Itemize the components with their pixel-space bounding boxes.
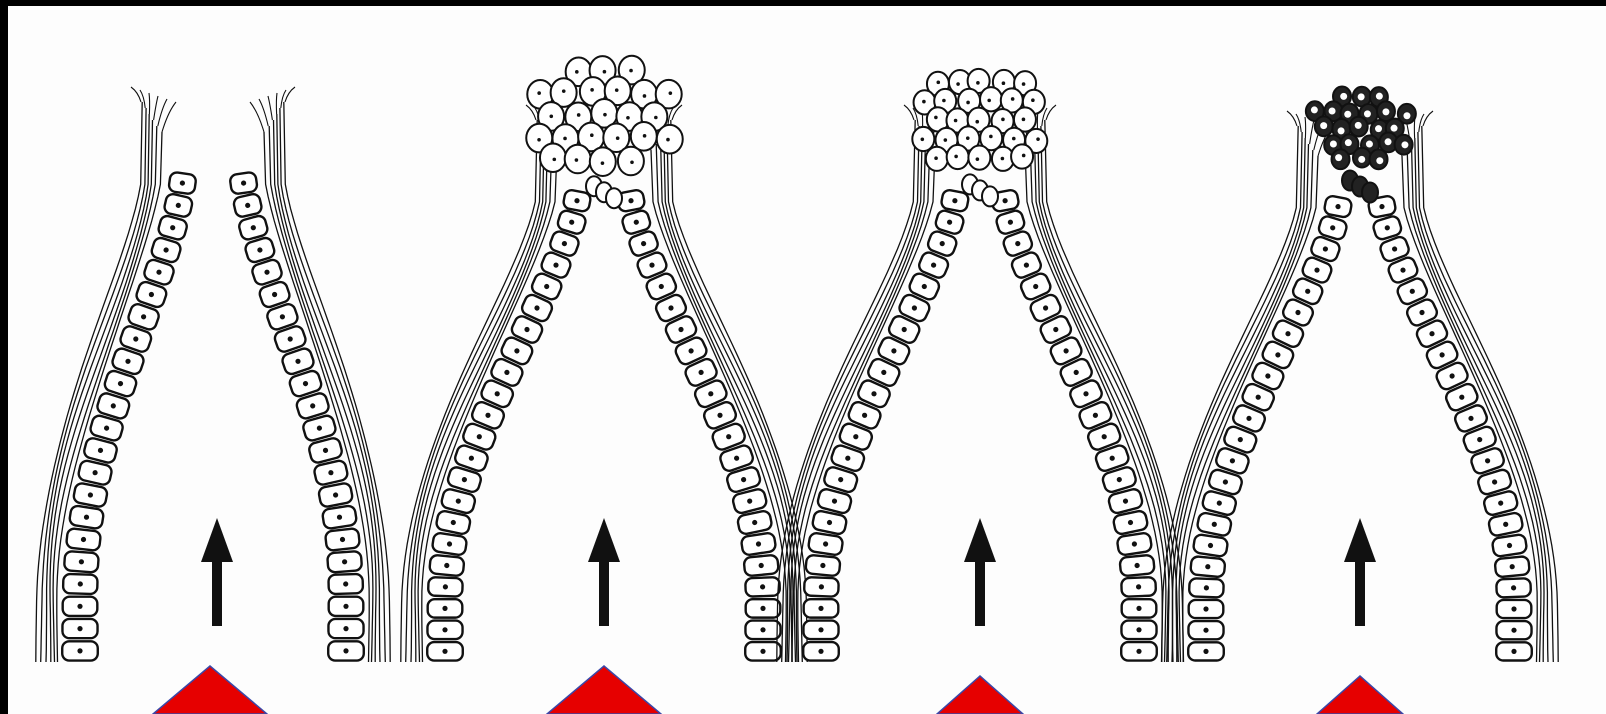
neck-cell — [606, 188, 622, 208]
epithelial-cell — [168, 172, 196, 195]
epithelial-cell — [62, 641, 98, 660]
plug-cell — [926, 147, 948, 171]
epithelial-cell — [229, 172, 257, 195]
epithelial-cell — [428, 577, 463, 597]
epithelial-cell — [1492, 534, 1528, 557]
neck-cell — [982, 186, 998, 206]
epithelial-cell — [69, 505, 104, 529]
epithelial-cell — [1121, 577, 1156, 597]
epithelial-cell — [325, 528, 360, 551]
epithelial-cell — [1495, 556, 1530, 577]
plug-cell — [1011, 144, 1033, 168]
epithelial-cell — [808, 532, 844, 556]
epithelial-cell — [1188, 621, 1223, 639]
epithelial-cell — [322, 505, 357, 529]
epithelial-cell — [1119, 555, 1154, 577]
epithelial-cell — [328, 574, 363, 594]
epithelial-cell — [746, 599, 781, 617]
plug-cell — [1370, 149, 1388, 169]
plug-cell — [947, 145, 969, 169]
plug-cell — [1395, 135, 1413, 155]
epithelial-cell — [805, 555, 840, 577]
epithelial-cell — [1193, 534, 1229, 557]
epithelial-cell — [429, 555, 464, 577]
epithelial-cell — [804, 577, 839, 597]
epithelial-cell — [745, 642, 781, 660]
epithelial-cell — [1122, 599, 1157, 617]
epithelial-cell — [63, 597, 98, 616]
epithelial-cell — [432, 532, 468, 556]
plug-cell — [1332, 149, 1350, 169]
fiber-tip — [276, 93, 277, 114]
epithelial-cell — [1496, 621, 1531, 639]
epithelial-cell — [1189, 600, 1224, 618]
plug-cell — [657, 125, 683, 154]
epithelial-cell — [327, 551, 362, 573]
epithelial-cell — [745, 577, 780, 597]
epithelial-cell — [329, 597, 364, 616]
plug-cell — [1315, 116, 1333, 136]
neck-cell — [1362, 183, 1378, 203]
epithelial-cell — [63, 574, 98, 594]
epithelial-cell — [64, 551, 99, 573]
epithelial-cell — [804, 599, 839, 617]
epithelial-cell — [745, 621, 780, 639]
epithelial-cell — [62, 619, 97, 638]
epithelial-cell — [328, 641, 364, 660]
epithelial-cell — [1188, 642, 1224, 660]
epithelial-cell — [1497, 600, 1532, 618]
epithelial-cell — [66, 528, 101, 551]
epithelial-cell — [803, 642, 839, 660]
epithelial-cell — [803, 621, 838, 639]
plug-cell — [1350, 117, 1368, 137]
epithelial-cell — [1189, 578, 1224, 597]
epithelial-cell — [428, 599, 463, 617]
epithelial-cell — [1121, 642, 1157, 660]
epithelial-cell — [744, 555, 779, 577]
epithelial-cell — [1117, 532, 1153, 556]
epithelial-cell — [427, 621, 462, 639]
epithelial-cell — [1496, 578, 1531, 597]
plug-cell — [968, 145, 990, 169]
epithelial-cell — [1190, 556, 1225, 577]
plug-cell — [565, 145, 591, 174]
plug-cell — [540, 143, 566, 172]
epithelial-cell — [1323, 195, 1352, 218]
epithelial-cell — [1496, 642, 1532, 660]
plug-cell — [590, 147, 616, 176]
epithelial-cell — [328, 619, 363, 638]
epithelial-cell — [427, 642, 463, 660]
epithelial-cell — [1121, 621, 1156, 639]
plug-cell — [618, 147, 644, 176]
plug-cell — [1353, 148, 1371, 168]
fiber-tip — [149, 93, 150, 114]
epithelial-cell — [741, 532, 777, 556]
fiber-tip — [1305, 117, 1306, 138]
